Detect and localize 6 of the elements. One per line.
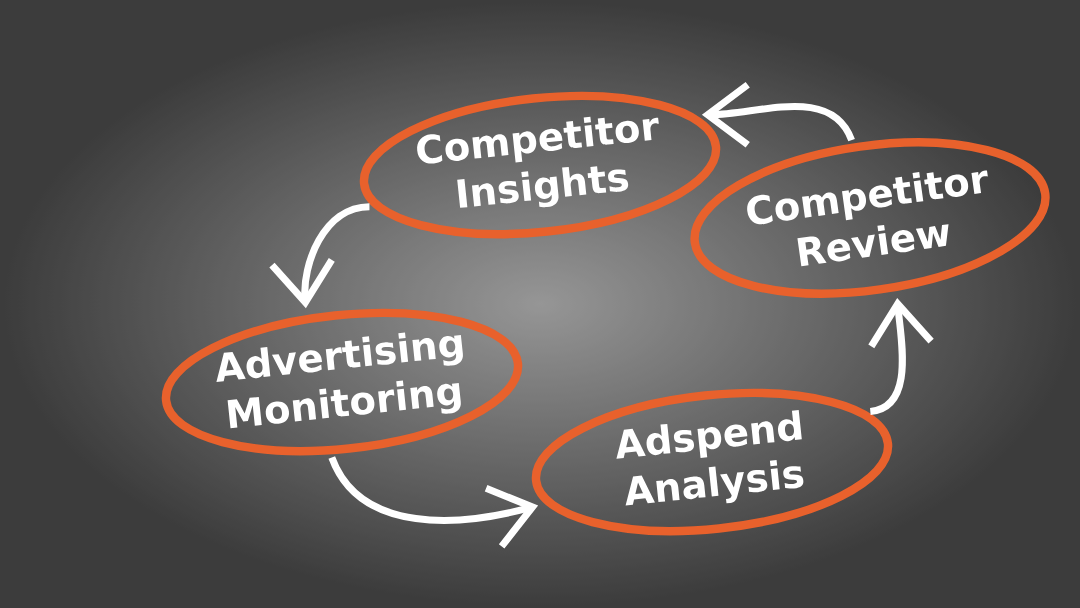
text: Competitor Insights bbox=[417, 116, 659, 208]
text: Advertising Monitoring bbox=[216, 332, 463, 429]
arrow bbox=[701, 81, 855, 148]
text: Competitor Review bbox=[747, 170, 988, 267]
text: Adspend Analysis bbox=[616, 410, 804, 506]
arrow bbox=[328, 456, 539, 549]
